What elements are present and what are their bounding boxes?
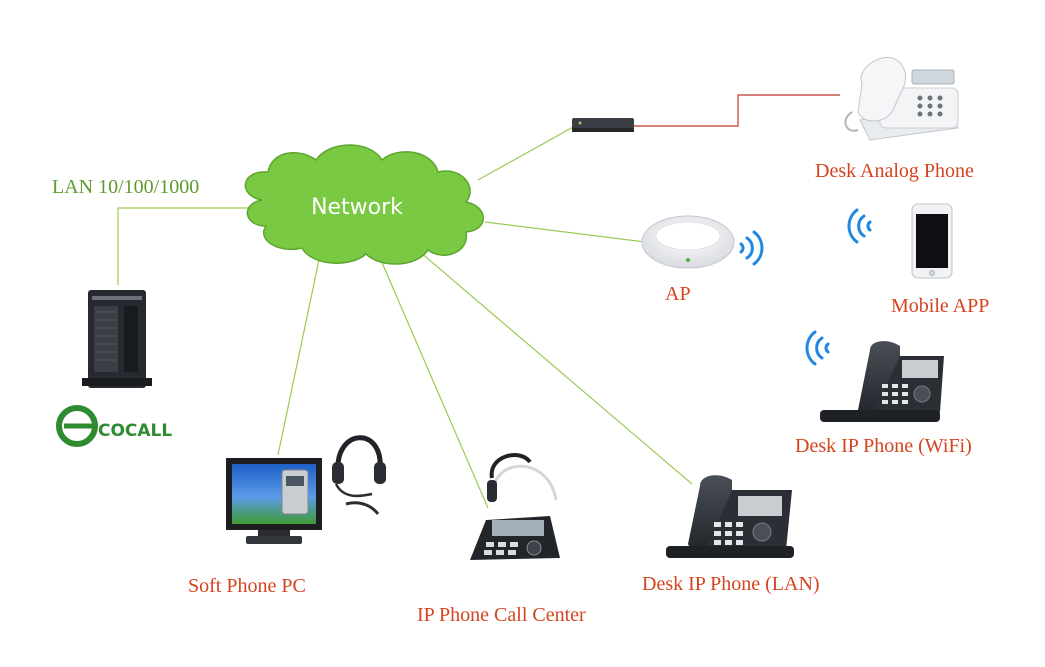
ap-label: AP [665, 283, 691, 305]
call-center-label: IP Phone Call Center [417, 604, 586, 626]
lan-ip-phone-icon [666, 475, 794, 558]
lan-label: LAN 10/100/1000 [52, 176, 200, 198]
headset-icon [332, 435, 386, 515]
ap-icon [641, 215, 735, 269]
wifi-phone-signal-icon [805, 330, 830, 366]
connection-lines [117, 94, 840, 509]
analog-phone-icon [844, 56, 959, 141]
brand-text: COCALL [98, 421, 172, 441]
link-ap [484, 221, 646, 243]
mobile-phone-icon [911, 203, 953, 279]
lan-phone-label: Desk IP Phone (LAN) [642, 573, 820, 595]
link-switch [477, 125, 576, 181]
server-icon [82, 290, 152, 388]
wifi-phone-label: Desk IP Phone (WiFi) [795, 435, 972, 457]
mobile-app-label: Mobile APP [891, 295, 990, 317]
lan-link [117, 207, 250, 285]
network-cloud: Network [244, 144, 484, 265]
mobile-wifi-icon [847, 208, 872, 244]
call-center-phone-icon [470, 453, 560, 560]
cocall-logo: COCALL [56, 405, 172, 447]
gateway-icon [572, 118, 634, 132]
soft-phone-pc-icon [226, 458, 322, 544]
wifi-ip-phone-icon [820, 341, 944, 422]
network-label: Network [311, 195, 403, 220]
analog-link [632, 94, 840, 127]
link-soft-phone [277, 254, 321, 456]
soft-phone-label: Soft Phone PC [188, 575, 306, 597]
analog-phone-label: Desk Analog Phone [815, 160, 974, 182]
link-lan-phone [419, 251, 693, 485]
link-call-center [379, 257, 489, 509]
ap-wifi-icon [739, 230, 764, 266]
